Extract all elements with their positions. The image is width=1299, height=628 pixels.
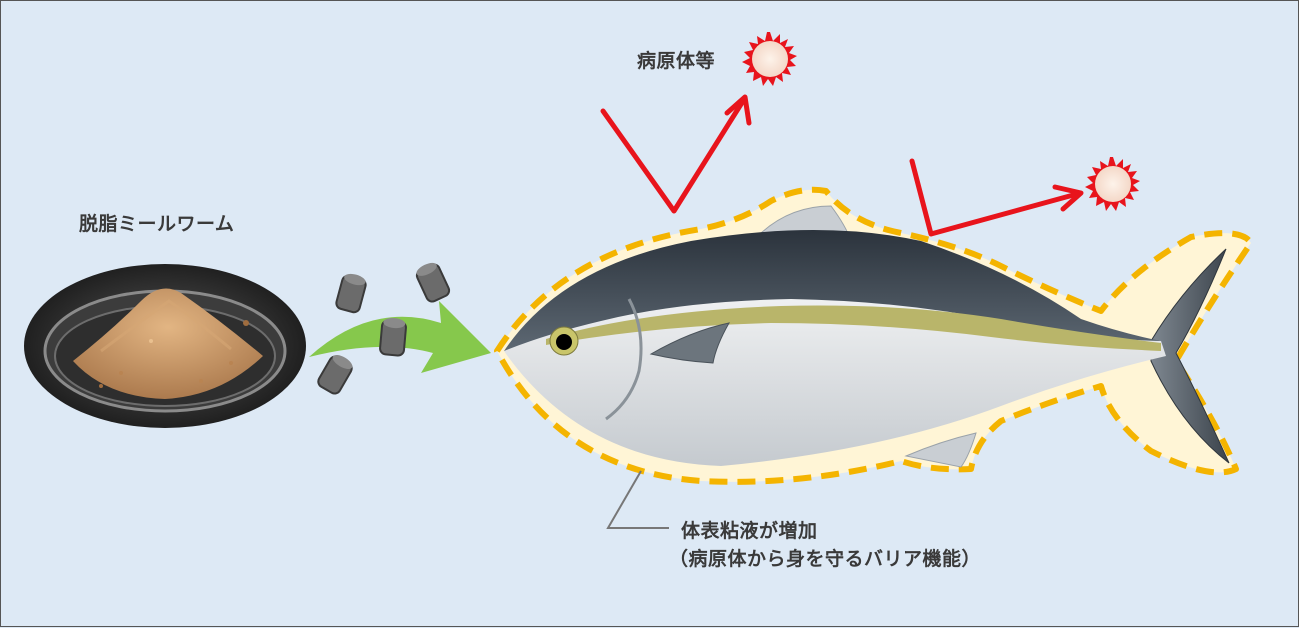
deflect-arrow-2 (909, 158, 1084, 237)
mealworm-meal-photo (24, 264, 306, 428)
pathogen-icon-2 (1085, 157, 1140, 211)
yellowtail-fish (504, 205, 1230, 468)
feed-pellets (317, 262, 451, 395)
pathogen-icon-1 (742, 32, 797, 86)
mucus-description: （病原体から身を守るバリア機能） (669, 548, 982, 570)
deflect-arrow-1 (600, 94, 752, 214)
mucus-label: 体表粘液が増加 (681, 520, 818, 542)
mucus-callout-line (606, 470, 669, 529)
pathogen-label: 病原体等 (637, 50, 716, 72)
meal-label: 脱脂ミールワーム (79, 213, 235, 235)
